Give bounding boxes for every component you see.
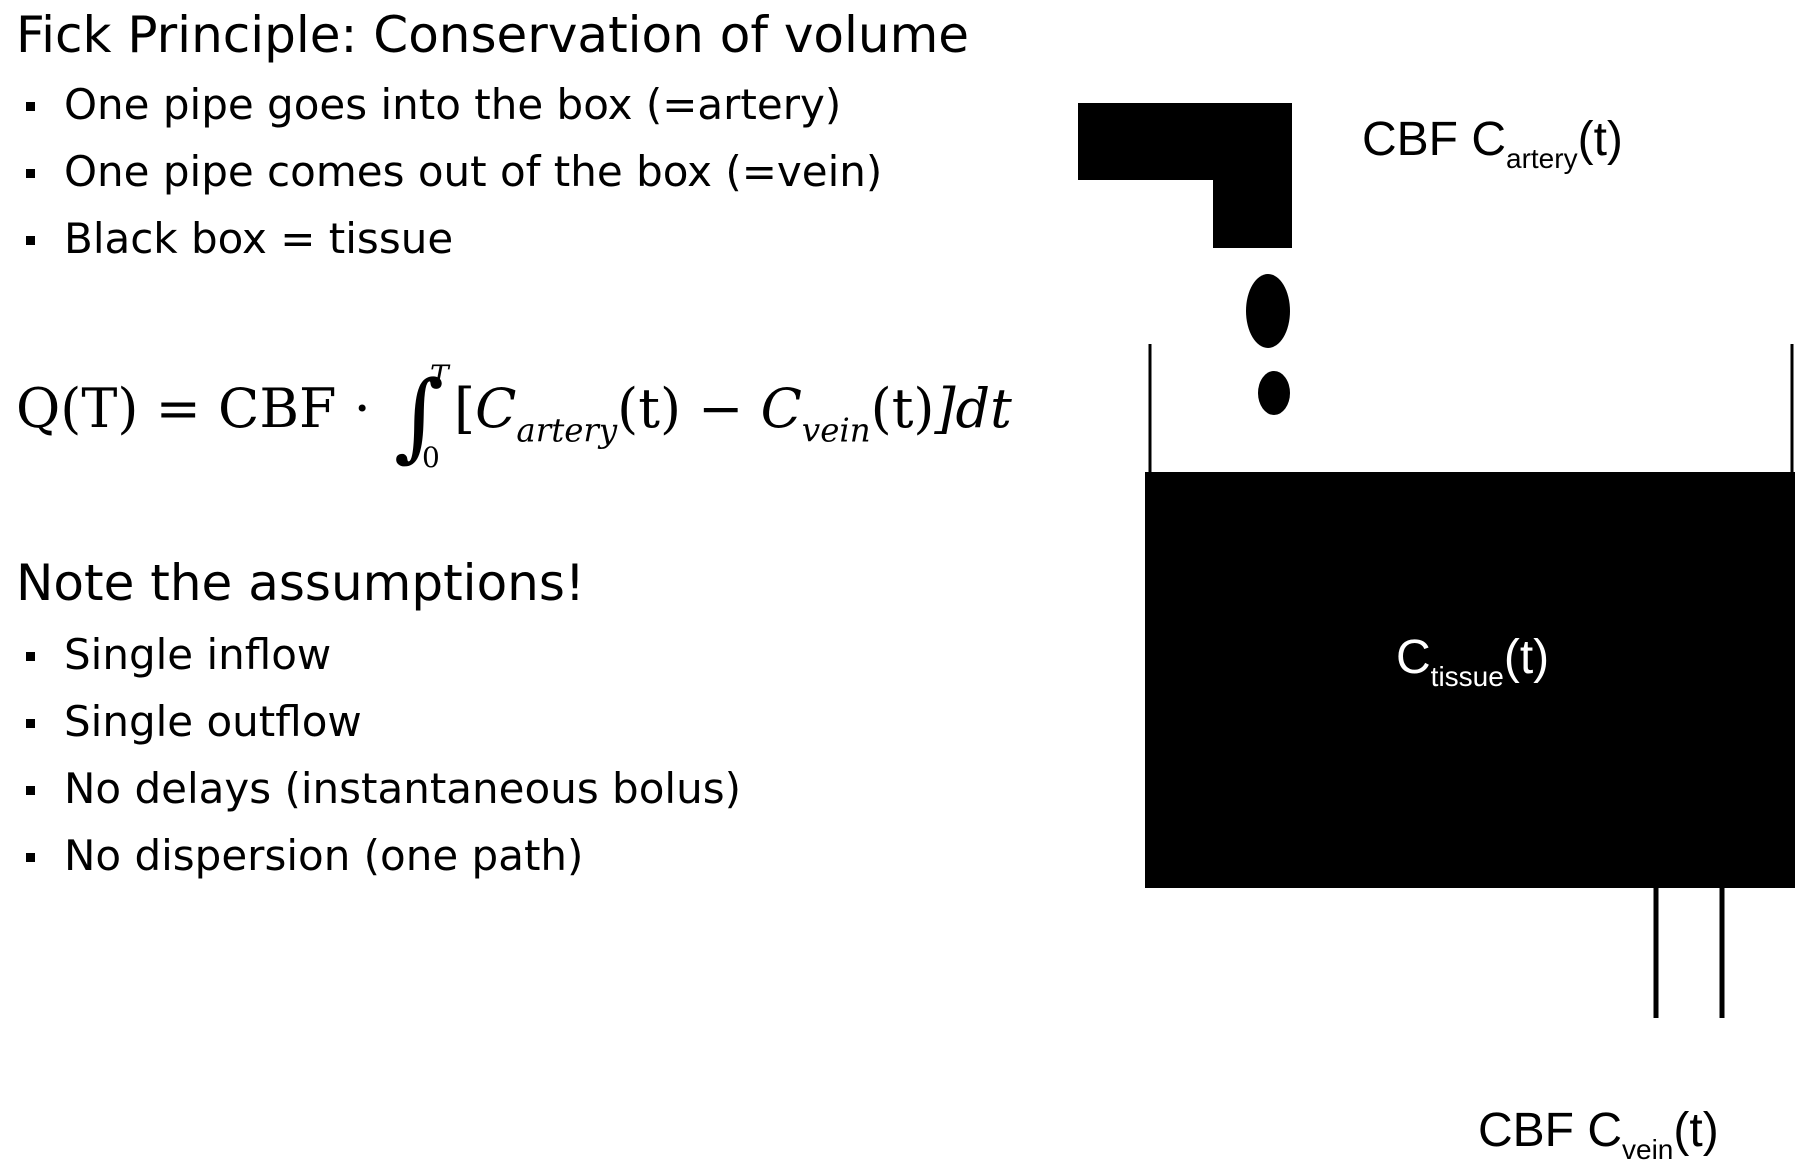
slide-title: Fick Principle: Conservation of volume [16,6,970,64]
integral-lower-limit: 0 [421,441,440,474]
bullet-item: One pipe goes into the box (=artery) [20,84,882,151]
bullet-dot-icon [26,236,35,245]
bullet-dot-icon [26,786,35,795]
bullet-dot-icon [26,719,35,728]
bullet-item: No dispersion (one path) [20,835,741,902]
bullet-dot-icon [26,652,35,661]
bullet-dot-icon [26,169,35,178]
assumptions-heading: Note the assumptions! [16,554,585,612]
artery-concentration: Cartery(t) [475,377,682,450]
bullet-list-pipes: One pipe goes into the box (=artery) One… [20,84,882,285]
vein-concentration: Cvein(t) [760,377,935,450]
bolus-drop-large [1246,274,1290,348]
bullet-item: One pipe comes out of the box (=vein) [20,151,882,218]
bullet-item: Black box = tissue [20,218,882,285]
bolus-drop-small [1258,371,1290,415]
artery-pipe [1078,103,1292,248]
bullet-item: Single outflow [20,701,741,768]
tissue-concentration-label: Ctissue(t) [1396,631,1549,692]
bullet-item: Single inflow [20,634,741,701]
integral-upper-limit: T [429,359,449,392]
equation-lhs: Q(T) = CBF [16,377,337,440]
bullet-list-assumptions: Single inflow Single outflow No delays (… [20,634,741,902]
bullet-dot-icon [26,102,35,111]
bullet-dot-icon [26,853,35,862]
bullet-item: No delays (instantaneous bolus) [20,768,741,835]
equation-dot: · [353,377,371,440]
artery-flow-label: CBF Cartery(t) [1362,113,1623,174]
tissue-box [1145,472,1795,888]
vein-flow-label: CBF Cvein(t) [1478,1104,1719,1165]
